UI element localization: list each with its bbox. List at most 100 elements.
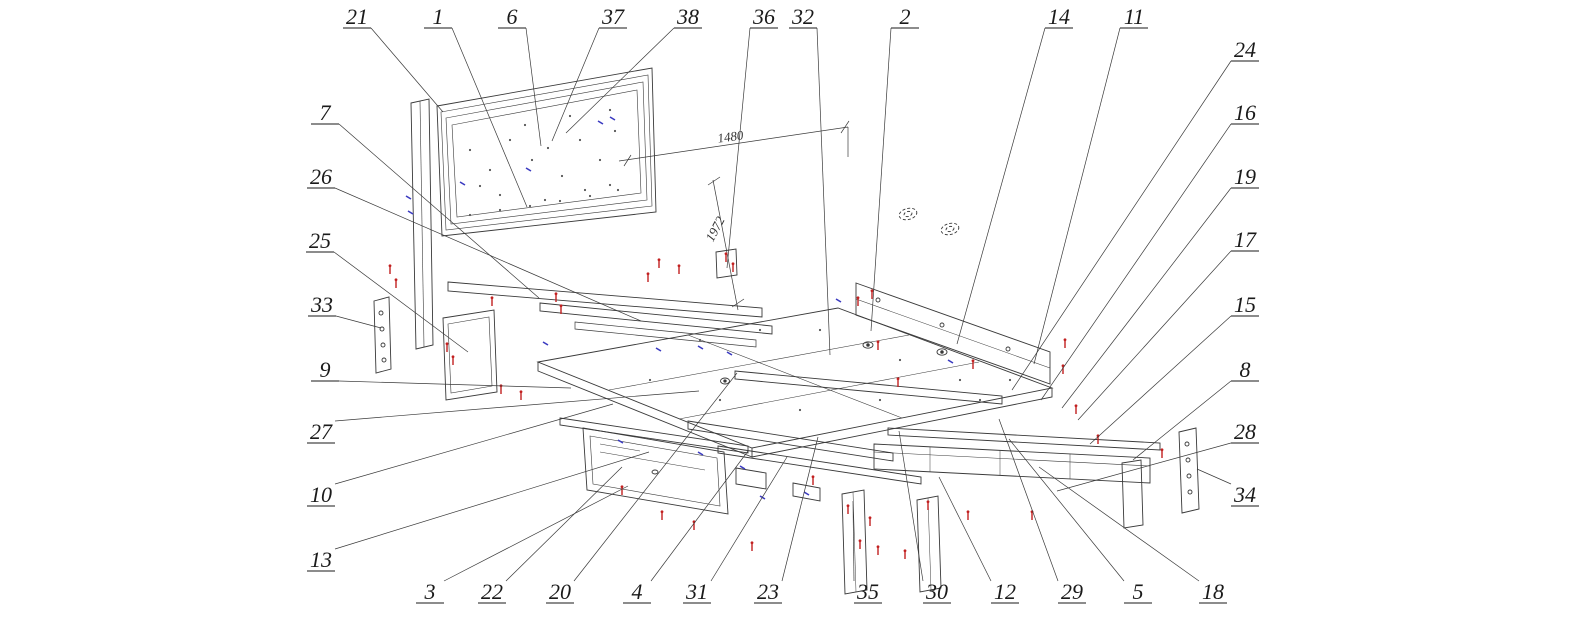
screw-icon [445, 342, 449, 352]
callout-25: 25 [306, 228, 469, 353]
fastener-mark [608, 183, 612, 187]
callout-10: 10 [307, 403, 614, 507]
fastener-mark [543, 198, 547, 202]
leader-line [956, 27, 1046, 345]
callout-number: 11 [1124, 4, 1144, 29]
leader-line [938, 476, 992, 582]
callout-number: 36 [752, 4, 775, 29]
callout-number: 26 [310, 164, 332, 189]
screw-icon [868, 516, 872, 526]
callout-number: 37 [601, 4, 625, 29]
screw-icon [394, 278, 398, 288]
screw-icon [1074, 404, 1078, 414]
fastener-mark [718, 398, 722, 402]
callout-5: 5 [1008, 438, 1152, 604]
leader-line [1056, 442, 1232, 492]
callout-number: 22 [481, 579, 503, 604]
leader-line [565, 27, 675, 134]
callout-number: 9 [320, 357, 331, 382]
hardware-marks [388, 108, 1164, 559]
fastener-mark [478, 184, 482, 188]
hole-pattern-left [898, 207, 918, 221]
callout-number: 31 [685, 579, 708, 604]
leader-line [726, 27, 751, 269]
fastener-mark [878, 398, 882, 402]
screw-icon [646, 272, 650, 282]
leader-line [1011, 60, 1232, 391]
callout-4: 4 [623, 450, 749, 604]
fastener-mark [468, 213, 472, 217]
callout-number: 16 [1234, 100, 1256, 125]
dowel-icon [697, 451, 704, 456]
callout-number: 18 [1202, 579, 1224, 604]
fastener-mark [546, 146, 550, 150]
callout-number: 7 [320, 100, 332, 125]
screw-icon [966, 510, 970, 520]
side-rail-right [855, 282, 1051, 385]
leader-line [1089, 315, 1232, 445]
callout-14: 14 [956, 4, 1073, 345]
fastener-mark [598, 158, 602, 162]
callout-13: 13 [307, 451, 650, 572]
fastener-mark [1008, 378, 1012, 382]
callout-32: 32 [789, 4, 831, 356]
screw-icon [724, 252, 728, 262]
screw-icon [657, 258, 661, 268]
fastener-mark [568, 114, 572, 118]
dowel-icon [609, 116, 616, 121]
leader-line [335, 315, 382, 329]
callout-11: 11 [1033, 4, 1148, 365]
screw-icon [731, 262, 735, 272]
screw-icon [896, 377, 900, 387]
callout-number: 23 [757, 579, 779, 604]
callout-number: 8 [1240, 357, 1251, 382]
callout-27: 27 [307, 390, 700, 444]
hole-pattern-right [940, 222, 960, 236]
screw-icon [811, 475, 815, 485]
leader-line [338, 123, 540, 299]
callout-34: 34 [1196, 468, 1259, 507]
center-support-rail [734, 370, 1003, 405]
callout-number: 14 [1048, 4, 1070, 29]
screw-icon [903, 549, 907, 559]
screw-icon [451, 355, 455, 365]
headboard-cross-rails [447, 281, 773, 348]
callout-number: 27 [310, 419, 333, 444]
leader-line [334, 187, 642, 322]
cam-lock-fittings [720, 341, 948, 385]
callout-number: 35 [856, 579, 879, 604]
fastener-mark [898, 358, 902, 362]
drawer-rail [559, 417, 749, 454]
dowel-icon [697, 345, 704, 350]
screw-icon [856, 296, 860, 306]
screw-icon [519, 390, 523, 400]
callout-number: 6 [507, 4, 518, 29]
dowel-icon [726, 351, 733, 356]
leader-line [870, 27, 892, 332]
callout-19: 19 [1061, 164, 1259, 409]
screw-icon [620, 485, 624, 495]
leader-line [1038, 466, 1200, 582]
bed-leg-left [841, 489, 868, 595]
leader-line [1008, 438, 1125, 582]
callout-number: 13 [310, 547, 332, 572]
callout-number: 34 [1233, 482, 1256, 507]
leader-line [998, 418, 1059, 582]
leader-line [1061, 187, 1232, 409]
screw-icon [926, 500, 930, 510]
callout-36: 36 [726, 4, 778, 269]
callout-number: 15 [1234, 292, 1256, 317]
screw-icon [876, 545, 880, 555]
leader-line [650, 450, 749, 582]
screw-icon [858, 539, 862, 549]
leader-line [525, 27, 542, 147]
callout-33: 33 [308, 292, 382, 329]
screw-icon [846, 504, 850, 514]
callout-24: 24 [1011, 37, 1259, 391]
dowel-icon [803, 491, 810, 496]
callout-20: 20 [546, 372, 738, 604]
bed-leg-center [916, 495, 942, 593]
fastener-mark [558, 199, 562, 203]
callout-18: 18 [1038, 466, 1227, 604]
